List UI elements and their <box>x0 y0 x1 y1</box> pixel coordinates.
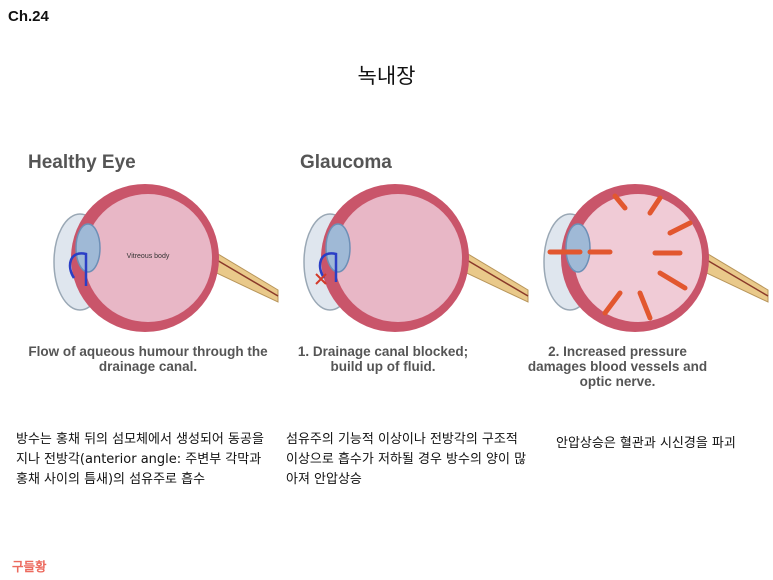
healthy-eye-description: 방수는 홍채 뒤의 섬모체에서 생성되어 동공을 지나 전방각(anterior… <box>16 432 264 487</box>
pressure-eye-illustration <box>543 184 769 332</box>
pressure-description: 안압상승은 혈관과 시신경을 파괴 <box>556 436 736 451</box>
healthy-eye-illustration: Vitreous body <box>53 184 279 332</box>
vitreous-body <box>84 194 212 322</box>
glaucoma-title: Glaucoma <box>300 152 392 173</box>
author-label: 구들황 <box>12 559 47 574</box>
healthy-eye-caption: Flow of aqueous humour through the drain… <box>28 344 268 374</box>
blocked-flow-arrow <box>318 252 338 282</box>
healthy-eye-title: Healthy Eye <box>28 152 136 173</box>
glaucoma-caption: 1. Drainage canal blocked; build up of f… <box>297 344 469 374</box>
page-title: 녹내장 <box>357 64 416 88</box>
glaucoma-description: 섬유주의 기능적 이상이나 전방각의 구조적 이상으로 흡수가 저하될 경우 방… <box>286 432 527 487</box>
blockage-mark <box>315 273 327 285</box>
glaucoma-eye-illustration <box>303 184 529 332</box>
aqueous-flow-arrow <box>68 252 88 286</box>
pressure-caption: 2. Increased pressure damages blood vess… <box>527 344 708 389</box>
vitreous-label: Vitreous body <box>127 253 170 260</box>
chapter-label: Ch.24 <box>8 8 49 25</box>
pressure-arrows <box>547 193 693 321</box>
